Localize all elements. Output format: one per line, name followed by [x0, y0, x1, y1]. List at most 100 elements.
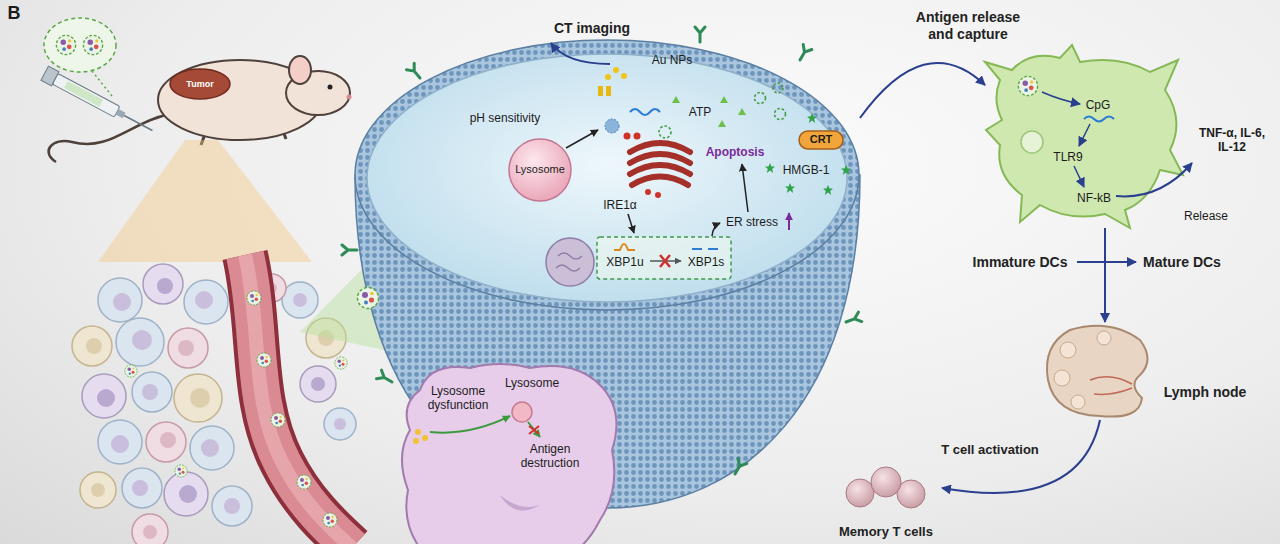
tumor-cell-shape-part	[645, 189, 651, 195]
dendritic-cell-shape-part	[1079, 124, 1090, 146]
tumor-cell-shape-part	[718, 120, 726, 127]
tumor-cell-shape-part	[775, 109, 786, 120]
tumor-cells-part	[122, 468, 162, 508]
tumor-cell-shape-part	[731, 459, 747, 477]
release-arrow	[1116, 163, 1192, 196]
au-nps-part	[605, 74, 611, 80]
tumor-cells-part	[111, 435, 129, 453]
tumor-cells-part	[113, 293, 131, 311]
tumor-cell-shape-part	[630, 109, 660, 115]
immune-cell-shape-part	[430, 416, 510, 433]
nanoparticles-part	[335, 357, 347, 369]
lymph-node-shape-part	[1054, 370, 1070, 386]
tumor-cells-part	[324, 408, 356, 440]
tumor-cells-part	[132, 480, 148, 496]
node-text: XBP1u	[606, 255, 643, 269]
xbp1-splicing-box-shape-part	[597, 237, 731, 279]
lysosome-circle-shape-part	[509, 139, 571, 201]
tumor-cell-shape-part	[807, 113, 817, 123]
dendritic-cell-shape-part	[985, 45, 1183, 228]
au-nps	[598, 67, 627, 96]
syringe-part	[124, 115, 152, 130]
tumor-cell-shape-part	[556, 253, 582, 271]
tumor-cells-part	[334, 418, 346, 430]
au-nps-part	[598, 86, 603, 96]
memory-t-cells-shape-part	[846, 479, 874, 507]
tumor-cells-part	[212, 486, 252, 526]
node-text: XBP1s	[688, 255, 725, 269]
node-text: TLR9	[1053, 150, 1082, 164]
au-nps-part	[613, 67, 619, 73]
tumor-cell-shape-part	[788, 213, 790, 230]
zoom-beam	[98, 140, 312, 262]
immune-cell-shape-part	[422, 435, 428, 441]
dendritic-cell-shape-part	[1074, 166, 1084, 187]
dendritic-cell-shape-part	[1018, 76, 1037, 95]
nanoparticles-part	[175, 465, 187, 477]
crt-badge-shape-part	[799, 131, 843, 149]
xbp1-splicing-box-shape-part	[660, 255, 670, 267]
tumor-cell-shape-part	[407, 63, 424, 81]
tumor-cells-part	[311, 377, 325, 391]
tumor-cells-part	[178, 340, 194, 356]
lymph-node: Lymph node	[1040, 322, 1265, 420]
dendritic-cell: CpGTLR9NF-kB	[985, 45, 1185, 228]
label-text: CT imaging	[554, 20, 630, 37]
label-text: Release	[1184, 209, 1228, 223]
flow-arrow	[1104, 228, 1106, 322]
label-text: Au NPs	[652, 53, 693, 67]
tumor-cell-shape-part	[659, 126, 671, 138]
flow-arrow	[942, 420, 1100, 493]
label-text: Tumor	[186, 79, 213, 90]
tumor-cells-part	[146, 422, 186, 462]
tumor-cell-shape-part-part	[630, 165, 690, 174]
dendritic-cell-shape-part	[1042, 92, 1080, 104]
tumor-cell-shape-part-part	[632, 177, 688, 186]
tumor-cells-part	[293, 293, 307, 307]
tumor-cells-part	[72, 326, 112, 366]
label-text: Mature DCs	[1143, 254, 1221, 271]
immune-cell-shape-part	[413, 438, 419, 444]
mouse-part	[347, 95, 352, 100]
node-text: Lymph node	[1164, 384, 1247, 401]
lymph-node-shape-part	[1071, 395, 1085, 409]
immune-cell-shape-part	[500, 495, 540, 511]
tumor-cell-shape-part	[672, 96, 680, 103]
tumor-cells-part	[143, 525, 157, 539]
lymph-node-shape-part	[1097, 331, 1111, 345]
tumor-cells-part	[132, 330, 152, 350]
syringe-part	[116, 109, 126, 118]
syringe-part	[64, 81, 103, 107]
lysosome-circle: Lysosome	[508, 138, 572, 202]
tumor-cells-part	[190, 388, 210, 408]
crt-badge: CRT	[798, 130, 844, 150]
tumor-cell-shape-part	[738, 108, 746, 115]
mouse-part	[289, 56, 311, 84]
tumor-cells-part	[282, 282, 318, 318]
node-text: Antigen destruction	[510, 442, 590, 471]
flow-arrow	[860, 63, 985, 118]
tumor-cell-shape-part	[785, 183, 795, 193]
mouse-part	[328, 85, 333, 90]
node-text: Apoptosis	[706, 145, 765, 159]
memory-t-cells: Memory T cells	[830, 466, 942, 542]
node-text: CRT	[810, 133, 833, 146]
label-text: TNF-α, IL-6, IL-12	[1192, 126, 1272, 155]
tumor-cells-part	[116, 318, 164, 366]
tumor-cells-part	[98, 278, 142, 322]
memory-t-cells-shape-part	[871, 467, 901, 497]
syringe	[41, 66, 156, 137]
tumor-cells-part	[98, 420, 142, 464]
tumor-cell-shape-part	[742, 164, 748, 212]
immune-cell-shape-part	[402, 364, 616, 544]
node-text: ER stress	[726, 215, 778, 229]
tumor-cells-part	[143, 264, 183, 304]
tumor-cells-part	[184, 280, 228, 324]
tumor-cell-shape-part	[765, 163, 775, 173]
node-text: Lysosome dysfunction	[414, 384, 502, 413]
ct-arrow	[551, 43, 610, 64]
tumor-cells-part	[195, 291, 213, 309]
au-nps-part	[621, 73, 627, 79]
immune-cell: Lysosome dysfunctionLysosomeAntigen dest…	[395, 360, 625, 544]
np-bubble-part	[44, 18, 116, 72]
